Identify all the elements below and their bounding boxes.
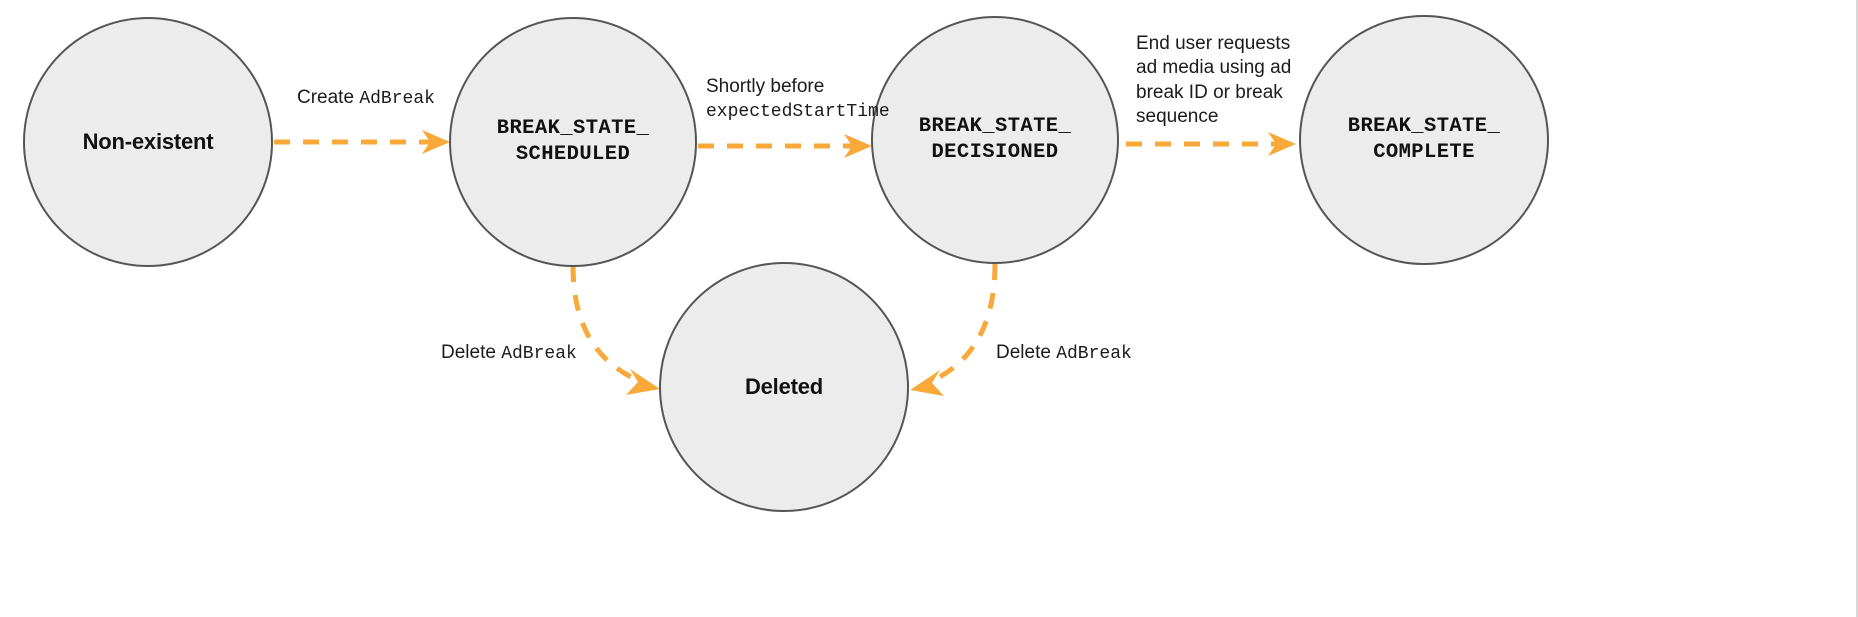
edges-layer xyxy=(274,130,1296,396)
state-node-deleted[interactable] xyxy=(659,262,909,512)
right-edge-rule xyxy=(1856,0,1858,617)
state-node-non-existent[interactable] xyxy=(23,17,273,267)
arrowhead-shortly-before-expected-start-time xyxy=(844,134,872,158)
arrowhead-create-adbreak xyxy=(422,130,450,154)
edge-delete-adbreak-from-decisioned xyxy=(921,263,998,388)
state-node-break-state-complete[interactable] xyxy=(1299,15,1549,265)
nodes-layer xyxy=(23,15,1549,512)
arrowhead-end-user-requests-ad-media xyxy=(1268,132,1296,156)
edge-delete-adbreak-from-scheduled xyxy=(570,265,651,388)
arrowhead-delete-adbreak-from-decisioned xyxy=(910,370,944,396)
arrowhead-delete-adbreak-from-scheduled xyxy=(626,369,660,395)
state-node-break-state-decisioned[interactable] xyxy=(871,16,1119,264)
state-node-break-state-scheduled[interactable] xyxy=(449,17,697,267)
